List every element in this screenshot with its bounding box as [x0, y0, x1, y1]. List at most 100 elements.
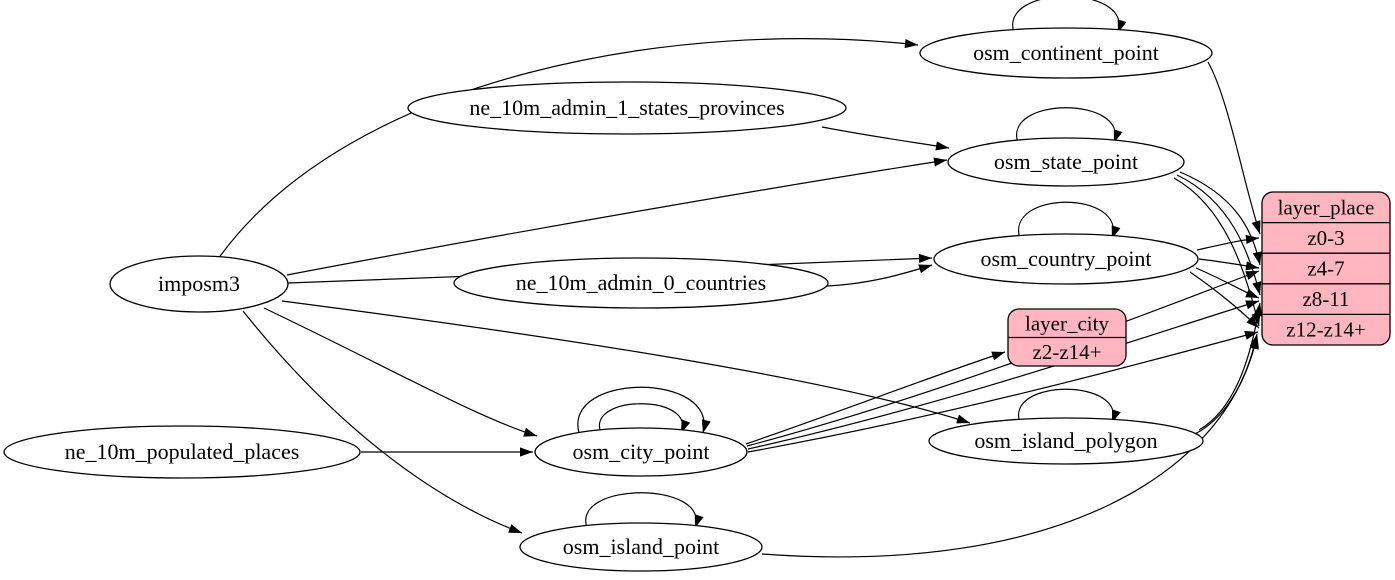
layer_place-row-4: z12-z14+ — [1286, 318, 1365, 342]
edge-line — [1207, 61, 1261, 235]
edge-line — [1198, 302, 1261, 431]
edge-line — [1194, 333, 1258, 435]
edge-line — [263, 307, 538, 437]
self-loop-osm_city_point — [577, 386, 711, 434]
arrowhead — [991, 351, 1005, 361]
arrowhead — [1245, 288, 1259, 298]
self-loop-line — [1016, 107, 1116, 144]
edge-ne_10m_admin_0_countries-to-osm_country_point — [826, 264, 933, 287]
layer_place-row-0: layer_place — [1278, 195, 1375, 219]
table-ellipse — [928, 417, 1204, 465]
arrowhead — [1252, 251, 1262, 265]
arrowhead — [933, 157, 947, 167]
node-label-imposm3: imposm3 — [158, 271, 240, 296]
table-ellipse — [947, 137, 1185, 187]
arrowhead — [918, 264, 932, 274]
edge-imposm3-to-osm_island_point — [242, 310, 523, 534]
layer_city-row-1: z2-z14+ — [1033, 340, 1102, 364]
edge-osm_continent_point-to-layer_place-z0-3 — [1207, 61, 1261, 235]
node-osm_country_point: osm_country_point — [933, 233, 1199, 285]
layer_place-row-2: z4-7 — [1307, 257, 1344, 281]
node-ne_10m_admin_0_countries: ne_10m_admin_0_countries — [453, 257, 829, 309]
edge-line — [747, 331, 1259, 453]
edge-line — [745, 351, 1006, 445]
node-ne_10m_admin_1_states_provinces: ne_10m_admin_1_states_provinces — [407, 81, 847, 135]
arrowhead — [1245, 271, 1259, 280]
layer-record-box — [1261, 191, 1391, 346]
edge-osm_city_point-to-layer_city-z2-z14+ — [745, 351, 1006, 445]
table-ellipse — [3, 425, 361, 479]
edge-ne_10m_admin_1_states_provinces-to-osm_state_point — [821, 126, 950, 151]
table-ellipse — [933, 233, 1199, 285]
edge-line — [1176, 174, 1261, 296]
table-ellipse — [919, 27, 1213, 79]
node-label-ne_10m_populated_places: ne_10m_populated_places — [65, 439, 300, 464]
node-imposm3: imposm3 — [109, 255, 289, 313]
table-ellipse — [109, 255, 289, 313]
node-osm_island_polygon: osm_island_polygon — [928, 417, 1204, 465]
self-loop-line — [598, 403, 684, 434]
node-layer_place: layer_place z0-3 z4-7 z8-11 z12-z14+ — [1261, 191, 1391, 346]
node-osm_continent_point: osm_continent_point — [919, 27, 1213, 79]
edge-osm_country_point-to-layer_place-z4-7 — [1198, 258, 1260, 271]
edge-line — [281, 300, 971, 424]
arrowhead — [1245, 300, 1259, 310]
table-ellipse — [519, 522, 763, 572]
arrowhead — [701, 419, 711, 433]
node-layer_city: layer_city z2-z14+ — [1007, 308, 1127, 367]
edge-osm_country_point-to-layer_place-z8-11 — [1195, 267, 1260, 299]
arrowhead — [918, 253, 932, 264]
edge-line — [747, 300, 1260, 450]
layer_place-row-1: z0-3 — [1307, 226, 1344, 250]
edge-line — [286, 159, 948, 276]
arrowhead — [694, 514, 704, 528]
self-loop-line — [577, 386, 705, 434]
layer_place-row-3: z8-11 — [1302, 287, 1349, 311]
edge-line — [217, 38, 919, 260]
edge-imposm3-to-osm_continent_point — [217, 38, 919, 260]
edge-osm_state_point-to-layer_place-z8-11 — [1176, 174, 1262, 296]
node-ne_10m_populated_places: ne_10m_populated_places — [3, 425, 361, 479]
node-label-ne_10m_admin_1_states_provinces: ne_10m_admin_1_states_provinces — [469, 95, 784, 120]
edge-osm_city_point-to-layer_place-z8-11 — [747, 300, 1260, 450]
arrowhead — [1251, 220, 1261, 234]
self-loop-line — [1017, 388, 1115, 424]
self-loop-line — [1017, 201, 1115, 240]
node-label-osm_country_point: osm_country_point — [980, 246, 1151, 271]
edge-imposm3-to-osm_city_point — [263, 307, 538, 437]
edge-line — [242, 310, 523, 534]
edge-imposm3-to-osm_island_polygon — [281, 300, 971, 424]
table-ellipse — [407, 81, 847, 135]
arrowhead — [1249, 334, 1259, 348]
node-label-osm_city_point: osm_city_point — [573, 439, 710, 464]
arrowhead — [523, 427, 537, 437]
node-osm_island_point: osm_island_point — [519, 522, 763, 572]
layer_city-row-0: layer_city — [1025, 311, 1109, 335]
edge-imposm3-to-osm_state_point — [286, 157, 948, 276]
node-label-osm_island_polygon: osm_island_polygon — [974, 428, 1157, 453]
arrowhead — [1245, 261, 1259, 271]
edge-osm_island_polygon-to-layer_place-z12-z14+ — [1194, 333, 1259, 435]
arrowhead — [1253, 303, 1263, 317]
node-label-osm_state_point: osm_state_point — [994, 149, 1138, 174]
arrowhead — [956, 414, 970, 424]
self-loop-line — [585, 492, 697, 529]
node-label-osm_island_point: osm_island_point — [563, 534, 719, 559]
table-ellipse — [453, 257, 829, 309]
arrowhead — [904, 38, 918, 49]
edge-line — [1173, 177, 1260, 327]
arrowhead — [508, 524, 522, 533]
table-ellipse — [534, 427, 748, 477]
node-label-osm_continent_point: osm_continent_point — [973, 40, 1159, 65]
arrowhead — [935, 141, 949, 151]
self-loop-line — [1012, 0, 1120, 34]
edge-osm_state_point-to-layer_place-z4-7 — [1179, 171, 1262, 266]
node-osm_city_point: osm_city_point — [534, 427, 748, 477]
node-osm_state_point: osm_state_point — [947, 137, 1185, 187]
edge-osm_island_polygon-to-layer_place-z8-11 — [1198, 302, 1263, 431]
arrowhead — [1252, 281, 1262, 295]
arrowhead — [520, 447, 533, 457]
node-label-ne_10m_admin_0_countries: ne_10m_admin_0_countries — [516, 270, 767, 295]
